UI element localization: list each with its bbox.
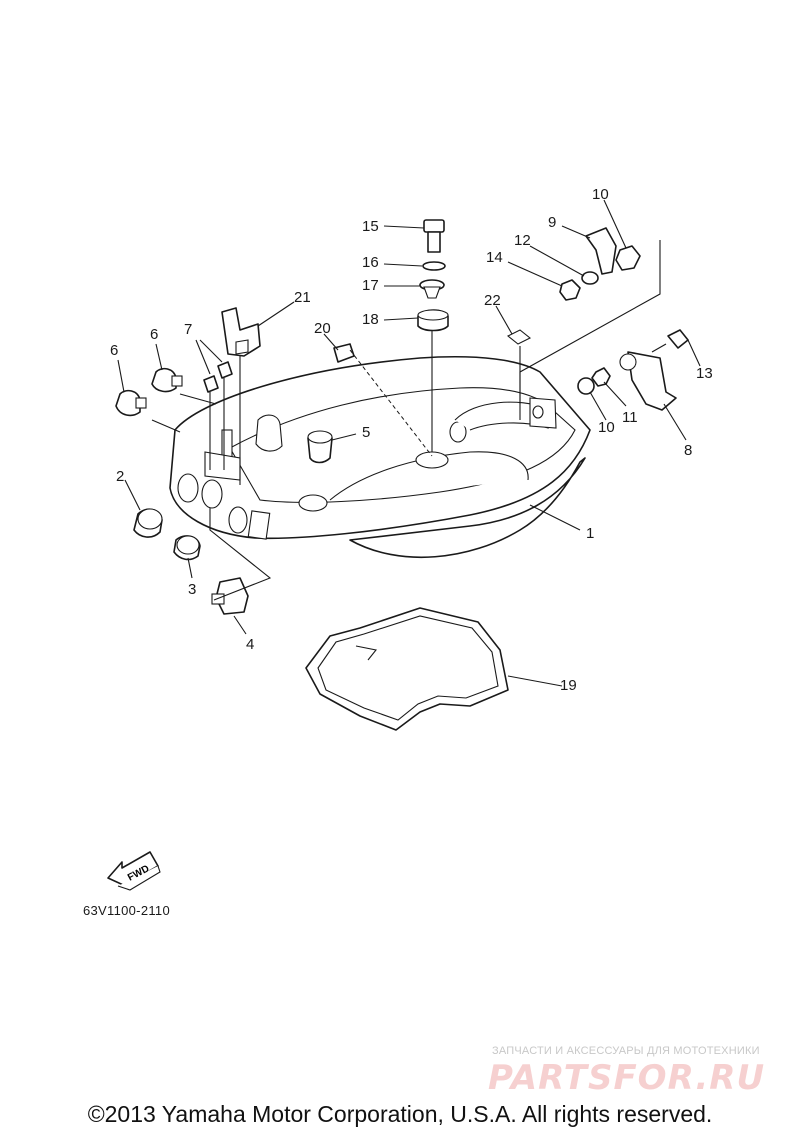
nut-10b	[577, 377, 595, 395]
callout-20: 20	[314, 320, 331, 337]
callout-4: 4	[246, 636, 254, 653]
screw-13	[651, 329, 689, 353]
bracket-21	[221, 307, 261, 485]
callout-19: 19	[560, 677, 577, 694]
callout-6b: 6	[110, 342, 118, 359]
grommet-4	[211, 577, 249, 615]
diagram-code: 63V1100-2110	[83, 903, 170, 918]
weight-8	[619, 351, 677, 411]
callout-18: 18	[362, 311, 379, 328]
copyright-footer: ©2013 Yamaha Motor Corporation, U.S.A. A…	[87, 1101, 713, 1127]
washer-11	[591, 367, 611, 387]
callout-2: 2	[116, 468, 124, 485]
callout-21: 21	[294, 289, 311, 306]
callout-17: 17	[362, 277, 379, 294]
callout-13: 13	[696, 365, 713, 382]
collar-17	[419, 279, 445, 299]
plate-9	[585, 227, 617, 275]
fwd-arrow: FWD	[107, 851, 161, 891]
callout-8: 8	[684, 442, 692, 459]
callout-12: 12	[514, 232, 531, 249]
nut-10a	[615, 245, 641, 271]
callout-9: 9	[548, 214, 556, 231]
washer-12	[581, 271, 599, 285]
plug-6a	[151, 367, 183, 393]
callout-16: 16	[362, 254, 379, 271]
callout-5: 5	[362, 424, 370, 441]
watermark-logo: PARTSFOR.RU	[488, 1058, 766, 1098]
callout-14: 14	[486, 249, 503, 266]
plug-6b	[115, 389, 147, 417]
clamp-5	[307, 430, 333, 464]
watermark-caption: ЗАПЧАСТИ И АКСЕССУАРЫ ДЛЯ МОТОТЕХНИКИ	[492, 1045, 760, 1057]
plug-2	[133, 508, 163, 538]
callout-22: 22	[484, 292, 501, 309]
callout-3: 3	[188, 581, 196, 598]
callout-10a: 10	[592, 186, 609, 203]
callout-1: 1	[586, 525, 594, 542]
callout-7: 7	[184, 321, 192, 338]
bolt-15	[423, 219, 445, 253]
callout-10b: 10	[598, 419, 615, 436]
callout-11: 11	[622, 409, 638, 426]
washer-16	[422, 261, 446, 271]
bottom-cowling	[169, 356, 591, 559]
callouts: 1 2 3 4 5 6 6 7 8 9 10 10 11 12 13 14 15…	[110, 186, 713, 694]
grommet-18	[417, 309, 449, 332]
nut-14	[559, 279, 581, 301]
grommet-3	[173, 535, 201, 561]
callout-15: 15	[362, 218, 379, 235]
leader-lines	[117, 199, 701, 687]
screw-20	[333, 343, 433, 457]
clip-7	[203, 361, 233, 470]
callout-6a: 6	[150, 326, 158, 343]
seal-19	[305, 607, 509, 731]
